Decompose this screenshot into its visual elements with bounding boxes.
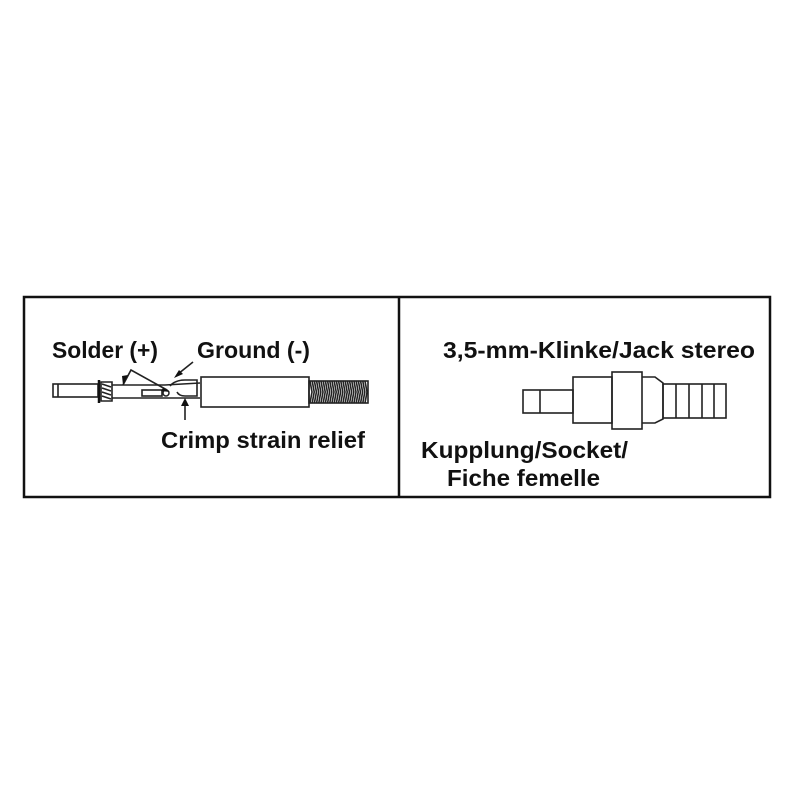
cable-spring: [308, 380, 369, 404]
jack-plug-drawing: [52, 361, 369, 420]
solder-arrow-icon: [122, 375, 128, 385]
crimp-arrow-icon: [181, 398, 189, 406]
solder-label: Solder (+): [52, 337, 158, 363]
crimp-label: Crimp strain relief: [161, 427, 365, 453]
thread: [100, 381, 113, 402]
left-panel: Solder (+) Ground (-) Crimp strain relie…: [52, 337, 369, 453]
socket-collar: [611, 371, 643, 430]
right-panel: 3,5-mm-Klinke/Jack stereo Kupplung/Socke…: [421, 337, 755, 491]
solder-terminal: [141, 389, 163, 397]
solder-wire: [122, 368, 168, 391]
ground-label: Ground (-): [197, 337, 310, 363]
socket-strain-relief: [662, 383, 727, 419]
jack-label: 3,5-mm-Klinke/Jack stereo: [443, 337, 755, 363]
socket-label-line2: Fiche femelle: [447, 465, 600, 491]
strain-relief-clip: [169, 379, 198, 397]
socket-drawing: [522, 371, 727, 430]
socket-label-line1: Kupplung/Socket/: [421, 437, 629, 463]
diagram-frame: [22, 295, 772, 499]
ground-arrow-icon: [174, 370, 183, 378]
